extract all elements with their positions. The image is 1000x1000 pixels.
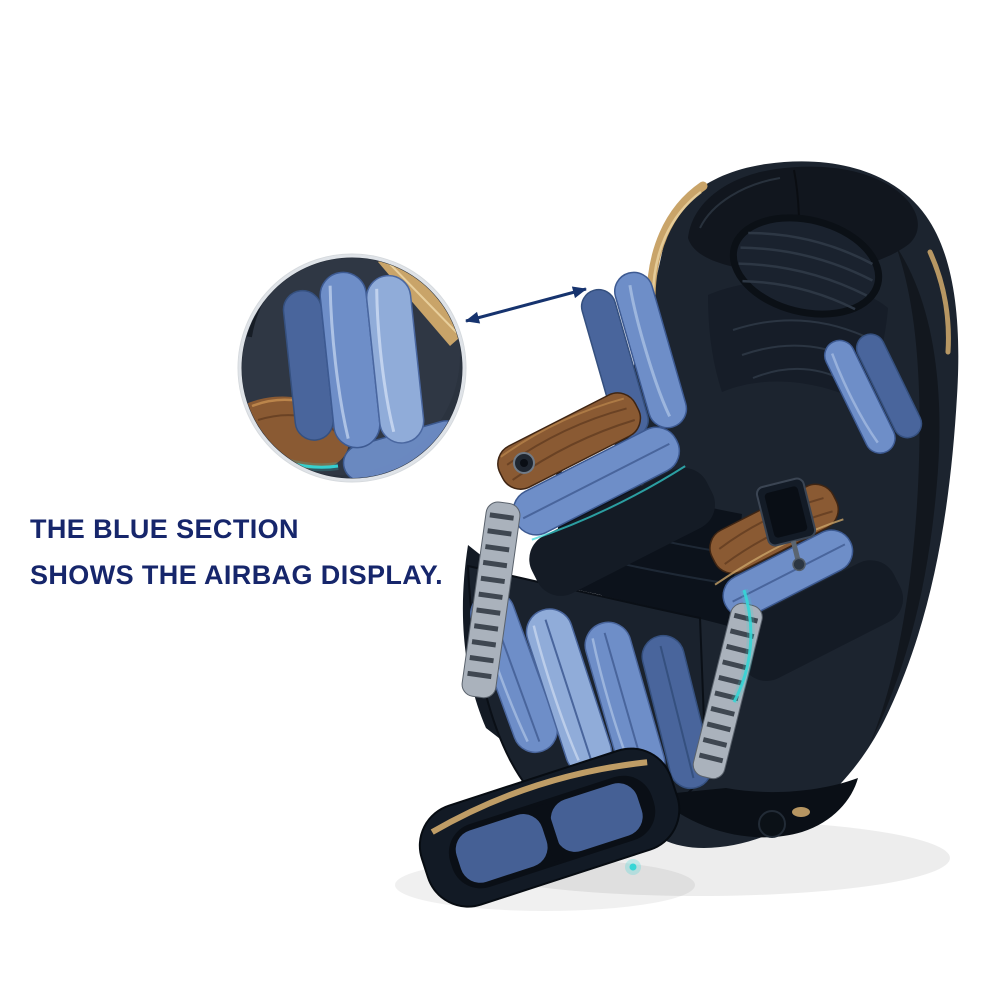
foot-airbag-right: [550, 783, 643, 852]
shoulder-airbag-right: [823, 333, 923, 454]
armrest-knob: [513, 452, 535, 474]
connector-arrow: [465, 286, 587, 324]
callout-airbag-lobes: [282, 271, 425, 449]
chrome-strip-left: [461, 501, 521, 699]
phone-holder: [755, 477, 817, 572]
gold-foot: [792, 807, 810, 817]
callout-gold-trim: [378, 258, 462, 346]
led-strip-left: [531, 465, 686, 541]
chair-base: [655, 778, 858, 838]
caption-line-1: THE BLUE SECTION: [30, 514, 299, 544]
foot-airbag-left: [455, 814, 548, 883]
footrest: [418, 747, 681, 908]
power-led: [625, 859, 641, 875]
magnifier-callout: [237, 253, 467, 483]
led-strip-right: [730, 588, 755, 704]
calf-roller-4: [641, 634, 713, 790]
caster-wheel: [758, 810, 786, 838]
footrest-gold-trim: [430, 759, 648, 835]
chrome-strip-right: [692, 602, 763, 780]
callout-rim: [238, 254, 466, 482]
caption: THE BLUE SECTION SHOWS THE AIRBAG DISPLA…: [30, 506, 443, 598]
caption-line-2: SHOWS THE AIRBAG DISPLAY.: [30, 560, 444, 590]
head-cushion: [729, 214, 883, 318]
